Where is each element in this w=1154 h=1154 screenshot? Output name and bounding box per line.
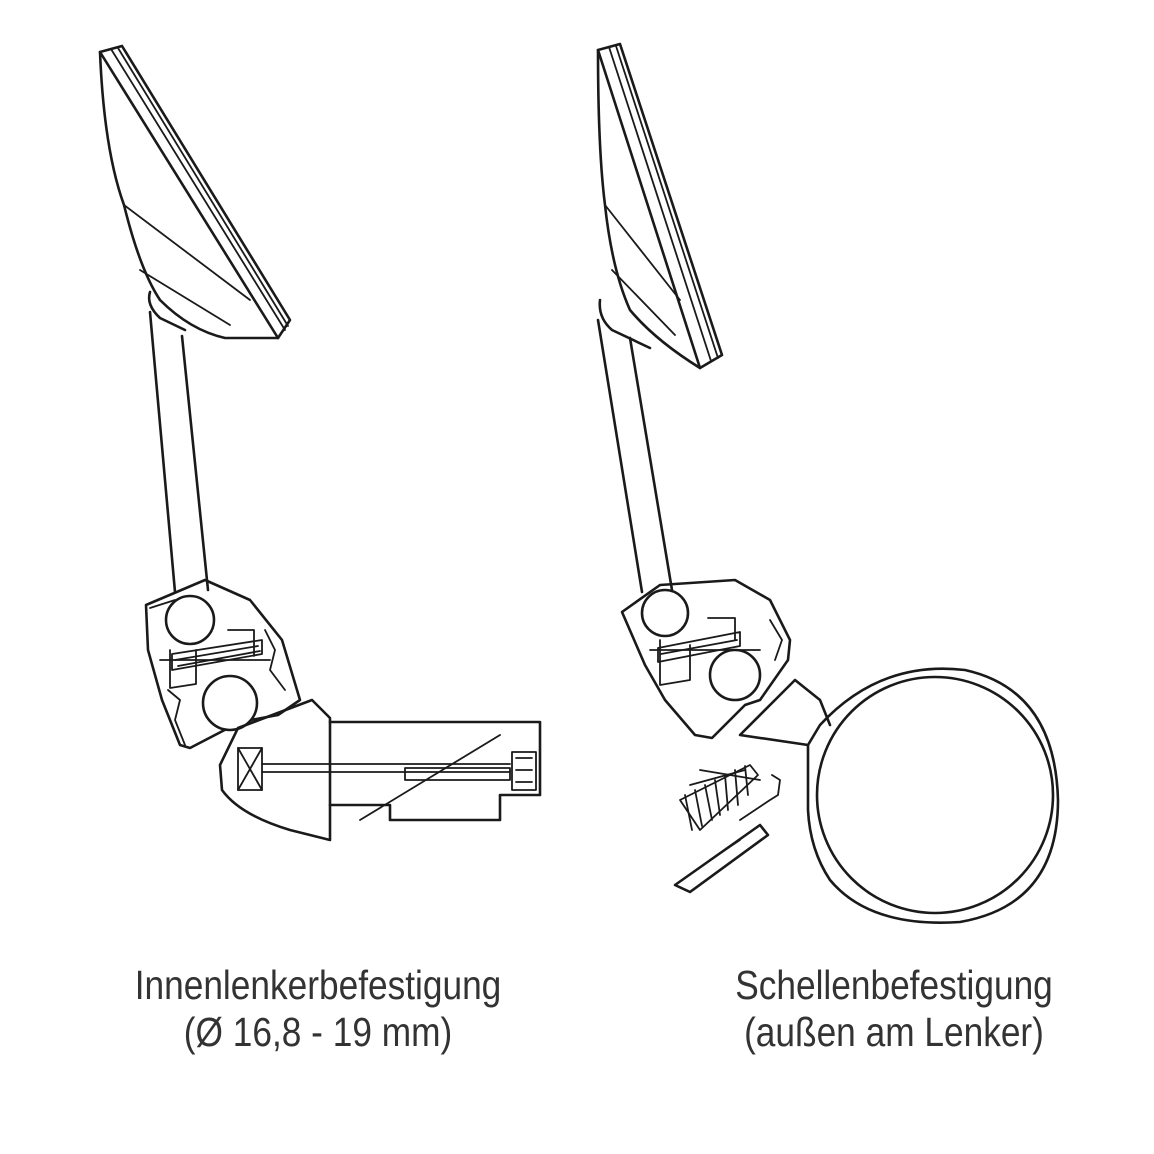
left-mirror-stem xyxy=(148,310,210,594)
left-mirror-head xyxy=(98,44,292,340)
caption-inner-bar-end: Innenlenkerbefestigung (Ø 16,8 - 19 mm) xyxy=(94,962,541,1056)
right-mirror-assembly xyxy=(596,42,1060,924)
left-bar-end-plug xyxy=(218,698,542,842)
right-mirror-head xyxy=(596,42,724,370)
right-clamp-screw xyxy=(673,764,770,894)
right-clamp-ring xyxy=(738,667,1060,924)
right-mirror-stem xyxy=(596,318,674,594)
caption-clamp: Schellenbefestigung (außen am Lenker) xyxy=(670,962,1117,1056)
left-ball-joint xyxy=(144,578,302,750)
caption-inner-bar-end-title: Innenlenkerbefestigung xyxy=(134,962,502,1008)
right-ball-joint xyxy=(620,578,792,740)
caption-clamp-note: (außen am Lenker) xyxy=(744,1009,1044,1055)
caption-inner-bar-end-size: (Ø 16,8 - 19 mm) xyxy=(183,1009,453,1055)
left-mirror-assembly xyxy=(98,44,542,842)
caption-clamp-title: Schellenbefestigung xyxy=(735,962,1053,1008)
